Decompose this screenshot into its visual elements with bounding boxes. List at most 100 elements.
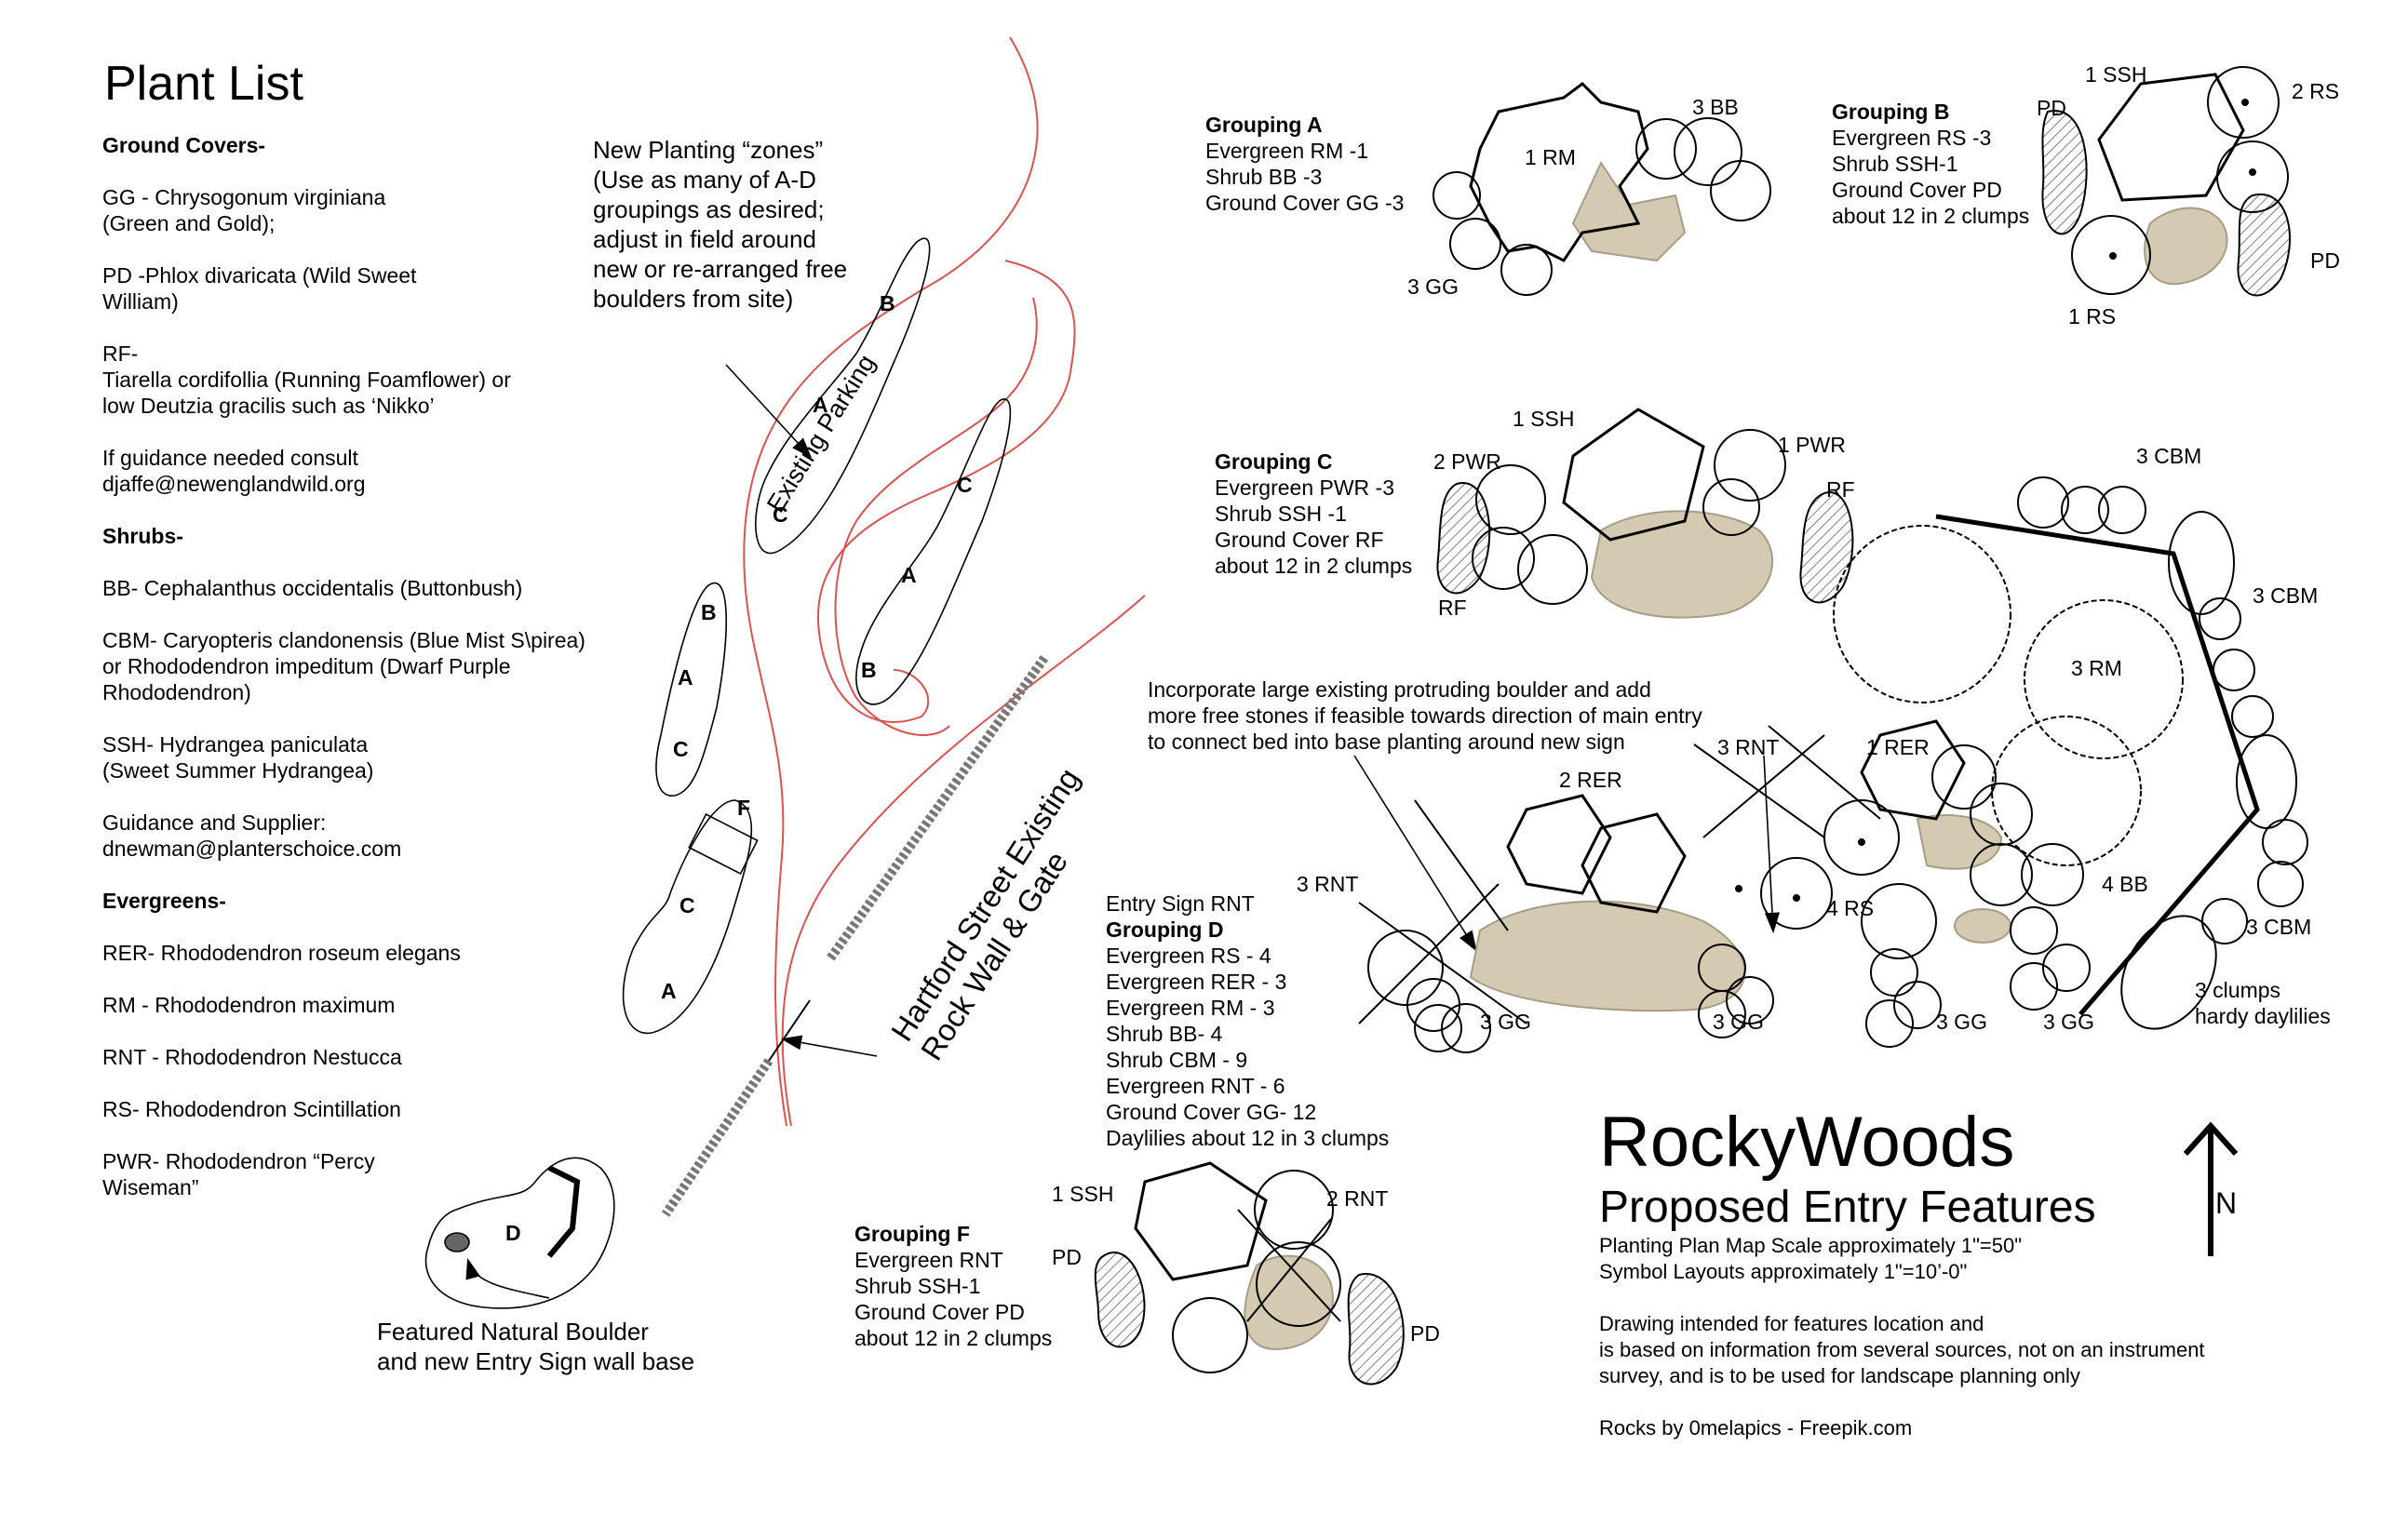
grouping-d-line: Evergreen RNT - 6 bbox=[1106, 1074, 1285, 1098]
zones-note: New Planting “zones” (Use as many of A-D… bbox=[593, 135, 847, 314]
symbol-label: 3 BB bbox=[1692, 95, 1739, 119]
plant-list-title: Plant List bbox=[104, 57, 303, 111]
bed-letter: C bbox=[673, 737, 689, 761]
bed-3 bbox=[655, 582, 728, 797]
zones-note-line: new or re-arranged free bbox=[593, 255, 848, 283]
daylilies-label-line: 3 clumps bbox=[2195, 978, 2281, 1002]
plant-list: Plant List Ground Covers- GG - Chrysogon… bbox=[102, 56, 624, 1226]
image-credit: Rocks by 0melapics - Freepik.com bbox=[1599, 1416, 1913, 1440]
grouping-b-line: about 12 in 2 clumps bbox=[1832, 204, 2030, 228]
disclaimer-line: is based on information from several sou… bbox=[1599, 1338, 2205, 1361]
grouping-f-line: Evergreen RNT bbox=[854, 1248, 1003, 1272]
symbol-label: 3 RNT bbox=[1297, 872, 1359, 896]
boulder-note-d-line: Incorporate large existing protruding bo… bbox=[1148, 677, 1651, 702]
symbol-label: PD bbox=[2310, 248, 2340, 273]
grouping-c-line: Evergreen PWR -3 bbox=[1215, 475, 1395, 500]
grouping-a-line: Ground Cover GG -3 bbox=[1205, 191, 1405, 215]
symbol-label: 3 RM bbox=[2071, 656, 2122, 680]
boulder-note-d-line: more free stones if feasible towards dir… bbox=[1148, 703, 1702, 728]
symbol-label: 3 CBM bbox=[2253, 583, 2319, 608]
plant-entry-rnt: RNT - Rhododendron Nestucca bbox=[102, 1045, 402, 1069]
symbol-label: 3 CBM bbox=[2136, 444, 2202, 468]
grouping-a-line: Evergreen RM -1 bbox=[1205, 139, 1369, 163]
title-block: RockyWoods Proposed Entry Features Plant… bbox=[1599, 1103, 2205, 1441]
section-title-shrubs: Shrubs- bbox=[102, 524, 183, 548]
zones-note-line: boulders from site) bbox=[593, 285, 794, 313]
bed-letter: D bbox=[505, 1221, 521, 1245]
bed-letter: A bbox=[678, 665, 693, 690]
boulder-note-d-line: to connect bed into base planting around… bbox=[1148, 730, 1625, 754]
project-subtitle: Proposed Entry Features bbox=[1599, 1183, 2096, 1232]
disclaimer-line: Drawing intended for features location a… bbox=[1599, 1312, 1984, 1335]
grouping-c-line: Ground Cover RF bbox=[1215, 528, 1384, 552]
symbol-label: RF bbox=[1826, 477, 1855, 502]
symbol-label: 2 RNT bbox=[1326, 1186, 1389, 1211]
plant-entry-gg: GG - Chrysogonum virginiana (Green and G… bbox=[102, 185, 386, 235]
symbol-label: 3 GG bbox=[1713, 1010, 1764, 1034]
grouping-f-line: Ground Cover PD bbox=[854, 1300, 1025, 1324]
daylilies-label: 3 clumps hardy daylilies bbox=[2195, 977, 2331, 1029]
symbol-label: 4 RS bbox=[1826, 896, 1875, 920]
zone-beds bbox=[424, 237, 1012, 1309]
boulder-note-line: Featured Natural Boulder bbox=[377, 1318, 649, 1346]
symbol-label: 1 RS bbox=[2068, 304, 2117, 328]
bed-letter: A bbox=[661, 979, 677, 1003]
grouping-d-title: Grouping D bbox=[1106, 917, 1224, 942]
grouping-c-line: about 12 in 2 clumps bbox=[1215, 554, 1413, 578]
site-arrows bbox=[465, 364, 1780, 1299]
plant-entry-pwr: PWR- Rhododendron “Percy Wiseman” bbox=[102, 1149, 375, 1199]
grouping-b-line: Ground Cover PD bbox=[1832, 178, 2002, 202]
bed-1 bbox=[755, 237, 931, 555]
grouping-a-title: Grouping A bbox=[1205, 113, 1323, 137]
symbol-label: 3 CBM bbox=[2246, 915, 2312, 939]
grouping-c-title: Grouping C bbox=[1215, 449, 1333, 474]
symbol-label: 2 RER bbox=[1559, 768, 1622, 792]
grouping-b-line: Shrub SSH-1 bbox=[1832, 152, 1958, 176]
plant-entry-rm: RM - Rhododendron maximum bbox=[102, 993, 396, 1017]
bed-letter: B bbox=[861, 658, 877, 682]
symbol-label: 1 PWR bbox=[1778, 433, 1846, 457]
grouping-f-symbols bbox=[1094, 1161, 1405, 1386]
bed-letter: C bbox=[773, 502, 788, 527]
symbol-label: 2 RS bbox=[2292, 79, 2340, 103]
grouping-d-line: Daylilies about 12 in 3 clumps bbox=[1106, 1126, 1390, 1150]
bed-2 bbox=[855, 398, 1012, 705]
symbol-label: 2 PWR bbox=[1433, 449, 1501, 474]
bed-letter: F bbox=[737, 796, 751, 820]
road-edges bbox=[743, 36, 1146, 1127]
symbol-label: 3 RNT bbox=[1717, 735, 1780, 759]
plant-entry-bb: BB- Cephalanthus occidentalis (Buttonbus… bbox=[102, 576, 523, 600]
symbol-label: 1 SSH bbox=[1052, 1182, 1114, 1206]
symbol-label: 1 SSH bbox=[1513, 407, 1575, 431]
plant-entry-rs: RS- Rhododendron Scintillation bbox=[102, 1097, 401, 1121]
sign-box bbox=[688, 813, 759, 875]
grouping-d-legend: Entry Sign RNT Grouping D Evergreen RS -… bbox=[1106, 891, 1389, 1151]
plant-entry-pd: PD -Phlox divaricata (Wild Sweet William… bbox=[102, 263, 417, 314]
symbol-label: 4 BB bbox=[2102, 872, 2148, 896]
symbol-label: 3 GG bbox=[1407, 275, 1459, 299]
grouping-d-line: Evergreen RS - 4 bbox=[1106, 944, 1271, 968]
boulder-note-line: and new Entry Sign wall base bbox=[377, 1347, 695, 1375]
grouping-b-title: Grouping B bbox=[1832, 100, 1950, 124]
grouping-f-line: about 12 in 2 clumps bbox=[854, 1326, 1053, 1350]
grouping-d-line: Evergreen RER - 3 bbox=[1106, 970, 1287, 994]
symbol-label: RF bbox=[1438, 596, 1467, 620]
grouping-c-symbols bbox=[1436, 408, 1854, 619]
plant-entry-rf: RF- Tiarella cordifollia (Running Foamfl… bbox=[102, 341, 511, 418]
boulder-note-d: Incorporate large existing protruding bo… bbox=[1148, 676, 1702, 755]
zones-note-line: groupings as desired; bbox=[593, 195, 825, 223]
bed-letter: C bbox=[679, 893, 695, 917]
grouping-a-line: Shrub BB -3 bbox=[1205, 165, 1323, 189]
bed-letter: A bbox=[813, 393, 828, 417]
bed-d bbox=[424, 1157, 615, 1309]
section-title-evergreens: Evergreens- bbox=[102, 889, 226, 913]
grouping-d-symbols bbox=[1358, 476, 2308, 1053]
grouping-a-legend: Grouping A Evergreen RM -1 Shrub BB -3 G… bbox=[1205, 112, 1404, 216]
grouping-d-line: Ground Cover GG- 12 bbox=[1106, 1100, 1317, 1124]
plant-entry-cbm: CBM- Caryopteris clandonensis (Blue Mist… bbox=[102, 628, 585, 704]
boulder-note: Featured Natural Boulder and new Entry S… bbox=[377, 1317, 694, 1376]
plant-entry-ssh: SSH- Hydrangea paniculata (Sweet Summer … bbox=[102, 732, 374, 783]
bed-letter: B bbox=[880, 291, 895, 315]
rock-wall bbox=[661, 655, 1049, 1217]
